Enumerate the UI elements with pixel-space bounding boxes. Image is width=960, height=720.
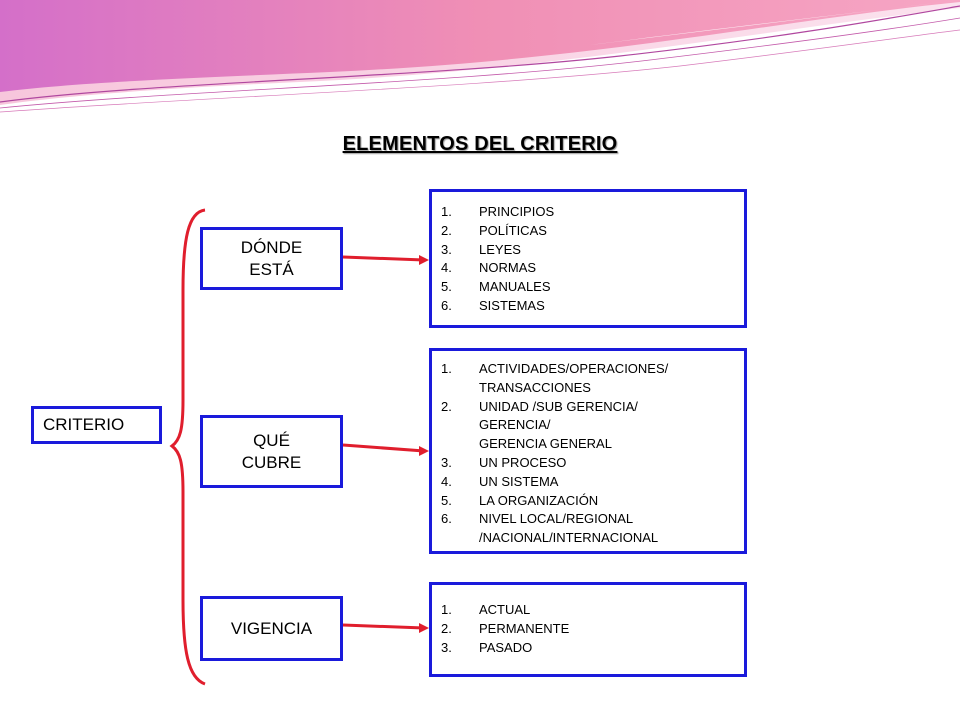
list-item: 3.LEYES	[441, 241, 521, 257]
branch-node-que-cubre: QUÉ CUBRE	[200, 415, 343, 488]
list-item: 5.LA ORGANIZACIÓN	[441, 492, 599, 508]
connector-arrowhead	[419, 255, 429, 265]
header-banner	[0, 0, 960, 113]
list-item: 1.ACTUAL	[441, 602, 531, 617]
list-item: 2.PERMANENTE	[441, 620, 570, 636]
connector-arrowhead	[419, 623, 429, 633]
connector-arrow	[342, 443, 425, 453]
branch-node-donde-esta: DÓNDE ESTÁ	[200, 227, 343, 290]
list-item: 6.NIVEL LOCAL/REGIONAL /NACIONAL/INTERNA…	[441, 511, 659, 546]
connector-arrowhead	[419, 446, 429, 456]
list-item: 2.POLÍTICAS	[441, 222, 547, 238]
list-item: 4.UN SISTEMA	[441, 473, 559, 489]
detail-box-donde-esta: 1.PRINCIPIOS 2.POLÍTICAS 3.LEYES 4.NORMA…	[429, 189, 747, 328]
branch-node-vigencia: VIGENCIA	[200, 596, 343, 661]
branch-node-label: VIGENCIA	[230, 618, 313, 638]
detail-box-vigencia: 1.ACTUAL 2.PERMANENTE 3.PASADO	[429, 582, 747, 677]
list-item: 3.UN PROCESO	[441, 454, 567, 470]
list-item: 1.ACTIVIDADES/OPERACIONES/ TRANSACCIONES	[441, 361, 669, 395]
detail-list: 1.ACTIVIDADES/OPERACIONES/ TRANSACCIONES…	[441, 360, 744, 548]
connector-arrow	[342, 623, 425, 630]
detail-box-que-cubre: 1.ACTIVIDADES/OPERACIONES/ TRANSACCIONES…	[429, 348, 747, 554]
root-node-label: CRITERIO	[43, 415, 125, 434]
page-title: ELEMENTOS DEL CRITERIO	[342, 133, 618, 155]
branch-node-label: QUÉ CUBRE	[241, 430, 302, 472]
list-item: 1.PRINCIPIOS	[441, 204, 555, 219]
list-item: 5.MANUALES	[441, 279, 551, 295]
list-item: 4.NORMAS	[441, 260, 537, 276]
detail-list: 1.ACTUAL 2.PERMANENTE 3.PASADO	[441, 601, 744, 657]
list-item: 3.PASADO	[441, 639, 533, 655]
branch-node-label: DÓNDE ESTÁ	[240, 237, 303, 279]
root-node-criterio: CRITERIO	[31, 406, 162, 444]
list-item: 6.SISTEMAS	[441, 297, 545, 313]
connector-arrow	[342, 255, 425, 262]
detail-list: 1.PRINCIPIOS 2.POLÍTICAS 3.LEYES 4.NORMA…	[441, 203, 744, 316]
list-item: 2.UNIDAD /SUB GERENCIA/ GERENCIA/ GERENC…	[441, 398, 638, 452]
